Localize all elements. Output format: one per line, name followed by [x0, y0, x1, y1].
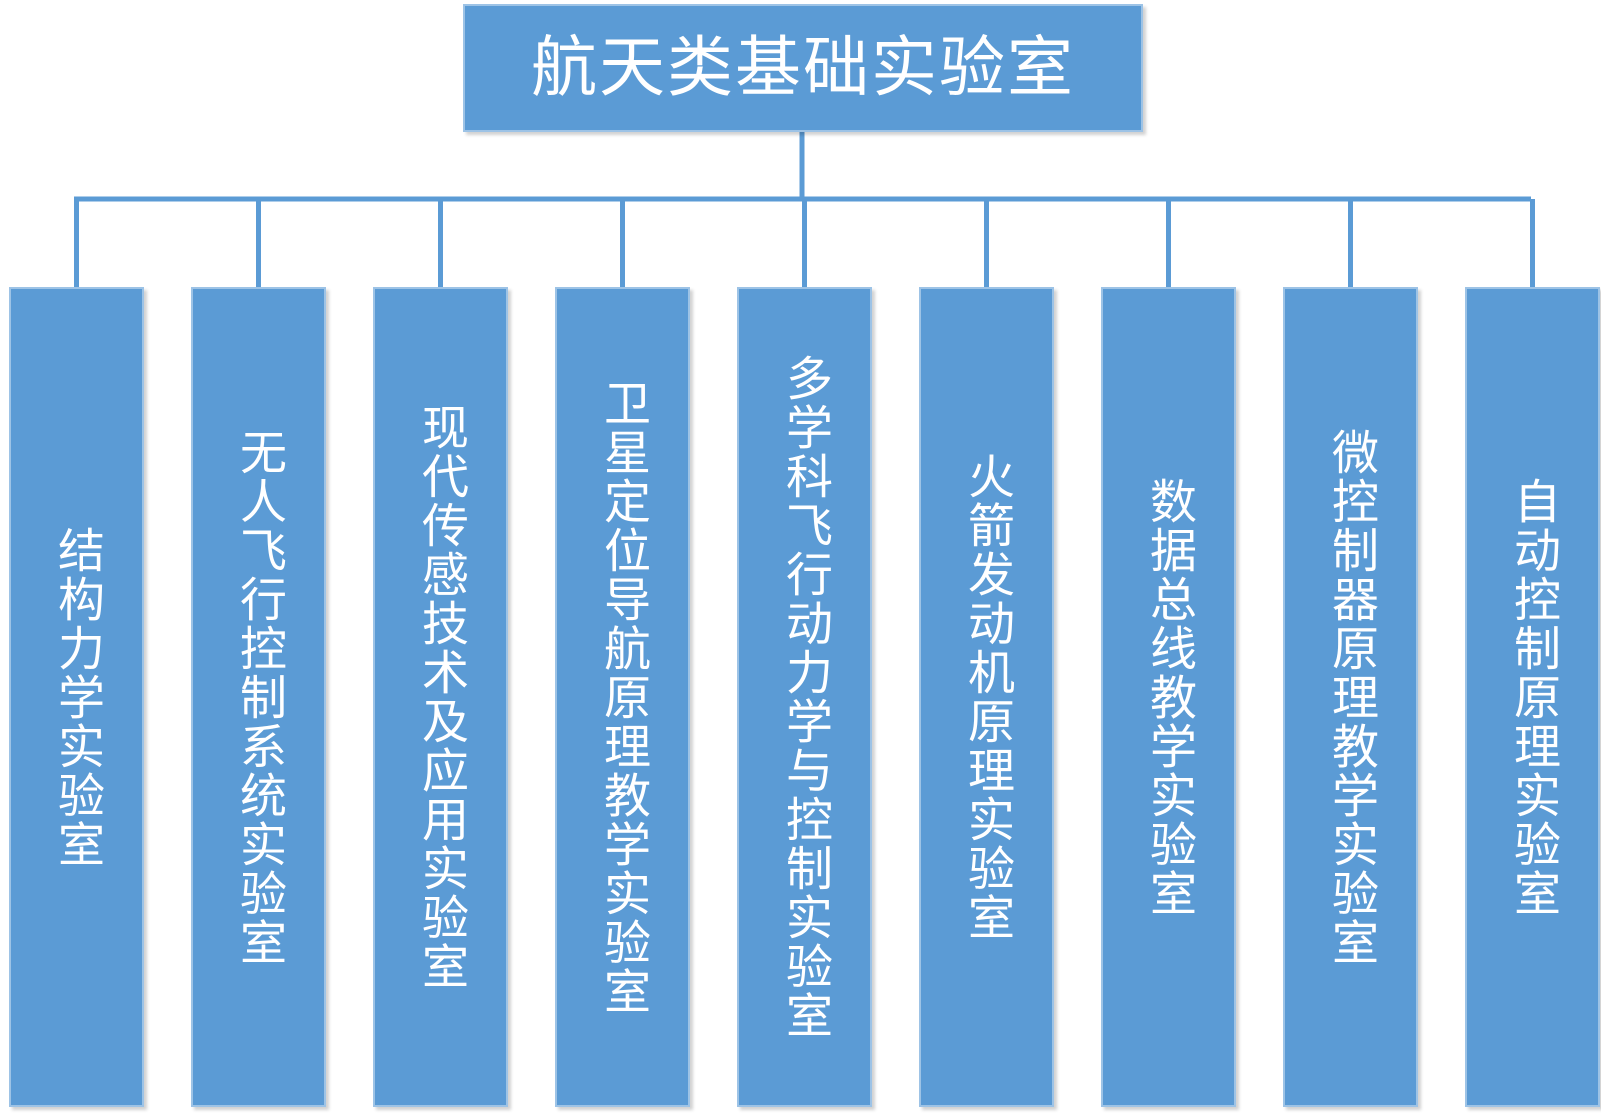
- child-node-8: 微控制器原理教学实验室: [1283, 287, 1418, 1107]
- root-node-label: 航天类基础实验室: [531, 29, 1075, 106]
- child-node-5: 多学科飞行动力学与控制实验室: [737, 287, 872, 1107]
- child-drop-lines: [74, 199, 1535, 287]
- child-node-label: 多学科飞行动力学与控制实验室: [777, 354, 832, 1040]
- child-node-6: 火箭发动机原理实验室: [919, 287, 1054, 1107]
- child-node-7: 数据总线教学实验室: [1101, 287, 1236, 1107]
- child-node-label: 无人飞行控制系统实验室: [231, 427, 286, 967]
- child-node-label: 卫星定位导航原理教学实验室: [595, 378, 650, 1016]
- child-node-1: 结构力学实验室: [9, 287, 144, 1107]
- child-node-9: 自动控制原理实验室: [1465, 287, 1600, 1107]
- root-node: 航天类基础实验室: [463, 4, 1143, 132]
- child-node-label: 结构力学实验室: [49, 525, 104, 869]
- child-node-label: 现代传感技术及应用实验室: [413, 403, 468, 991]
- child-node-label: 数据总线教学实验室: [1141, 476, 1196, 918]
- child-node-label: 微控制器原理教学实验室: [1323, 427, 1378, 967]
- child-node-label: 火箭发动机原理实验室: [959, 452, 1014, 942]
- child-node-4: 卫星定位导航原理教学实验室: [555, 287, 690, 1107]
- child-node-2: 无人飞行控制系统实验室: [191, 287, 326, 1107]
- child-node-label: 自动控制原理实验室: [1505, 476, 1560, 918]
- child-node-3: 现代传感技术及应用实验室: [373, 287, 508, 1107]
